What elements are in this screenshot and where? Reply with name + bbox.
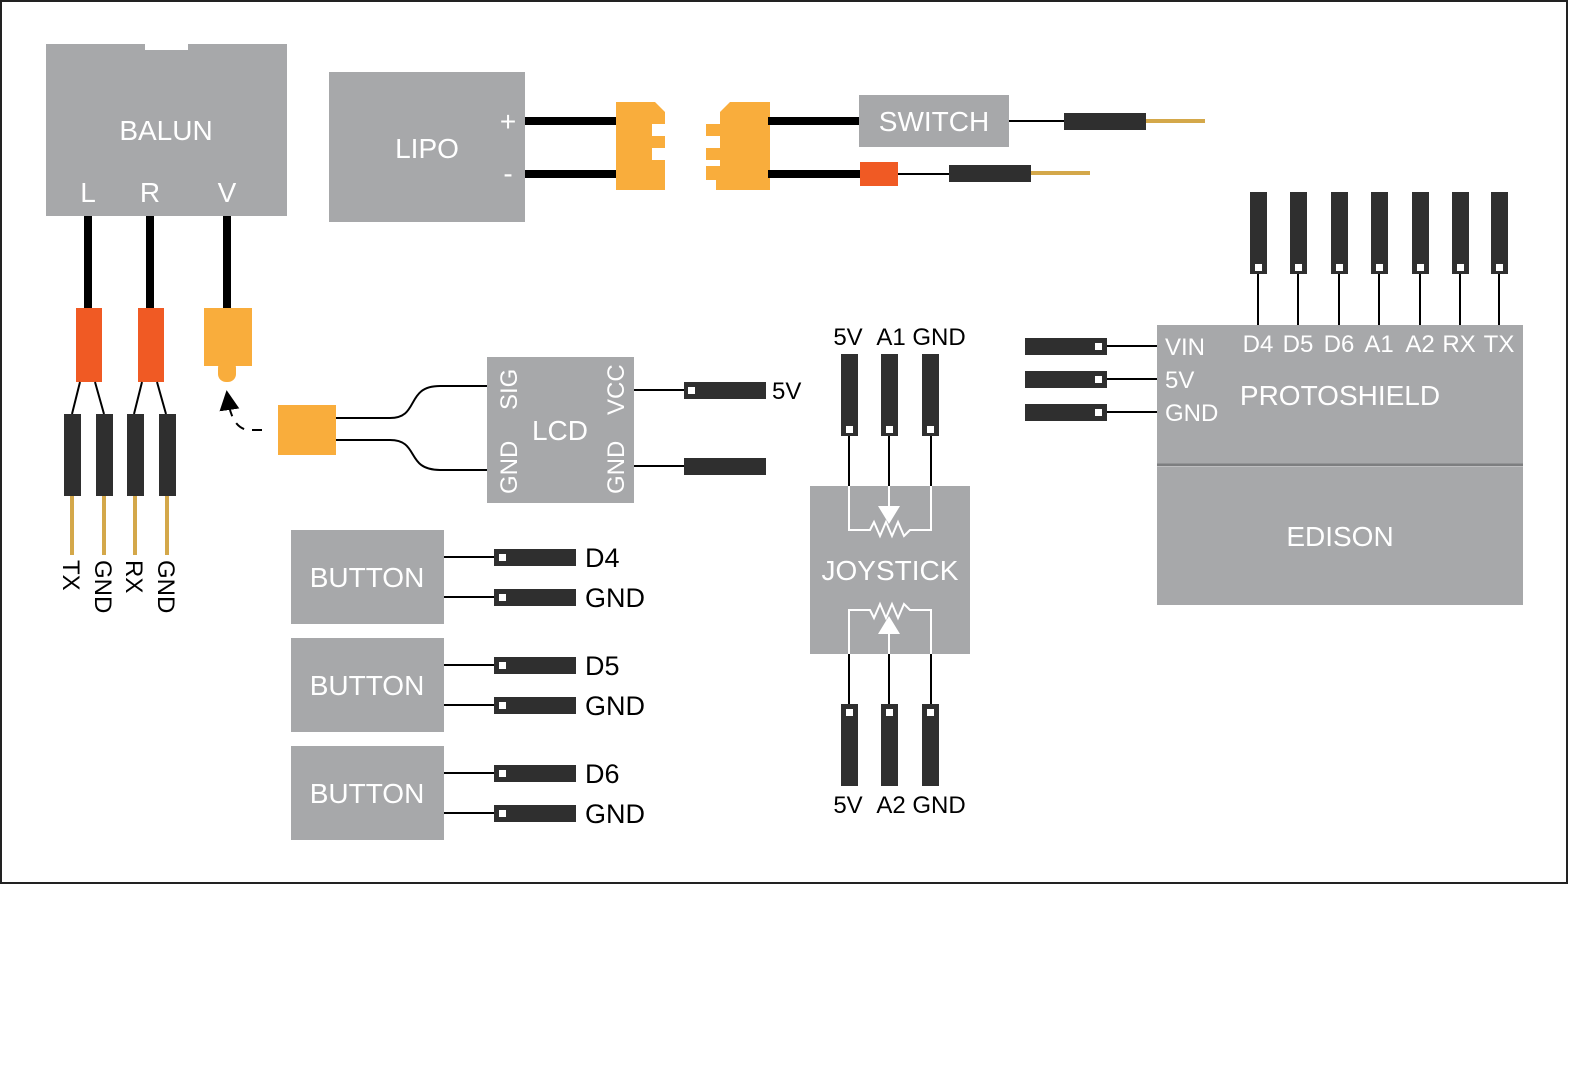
balun-pin-l: L	[80, 177, 96, 208]
joystick-top-a1: A1	[876, 324, 905, 351]
joystick-top-headers	[841, 354, 939, 436]
lcd-pin-gnd-right: GND	[603, 441, 630, 494]
protoshield-pin-a2: A2	[1405, 331, 1434, 358]
protoshield-pin-d5: D5	[1283, 331, 1314, 358]
balun-header-gnd1: GND	[89, 560, 116, 613]
connect-arrow	[219, 390, 262, 431]
lipo-module: LIPO + -	[329, 72, 525, 222]
joystick-top-5v: 5V	[833, 324, 862, 351]
lipo-connector-male	[616, 102, 665, 190]
protoshield-module: PROTOSHIELD VIN 5V GND D4 D5 D6 A1 A2 RX…	[1157, 325, 1523, 465]
edison-module: EDISON	[1157, 467, 1523, 605]
protoshield-pin-d6: D6	[1324, 331, 1355, 358]
protoshield-pin-d4: D4	[1243, 331, 1274, 358]
joystick-bottom-a2: A2	[876, 792, 905, 819]
lcd-sig-wire	[336, 385, 487, 419]
protoshield-pin-tx: TX	[1484, 331, 1515, 358]
balun-pin-r: R	[140, 177, 160, 208]
balun-r-connector	[138, 308, 164, 382]
lcd-gnd-wire	[336, 439, 487, 471]
button-3-ground: GND	[585, 799, 645, 829]
joystick-pot-bottom	[848, 601, 932, 706]
edison-title: EDISON	[1286, 521, 1393, 552]
switch-title: SWITCH	[879, 106, 989, 137]
button-2-signal: D5	[585, 651, 620, 681]
lcd-pin-sig: SIG	[496, 369, 523, 410]
lcd-plug	[278, 405, 336, 455]
lipo-minus: -	[503, 158, 512, 189]
balun-header-tx: TX	[57, 560, 84, 591]
balun-headers	[64, 414, 176, 555]
balun-split-wires	[71, 381, 167, 415]
balun-v-plug	[204, 308, 252, 382]
lcd-gnd-header	[684, 458, 766, 475]
protoshield-pin-rx: RX	[1442, 331, 1475, 358]
joystick-bottom-5v: 5V	[833, 792, 862, 819]
minus-header	[949, 165, 1031, 182]
joystick-bottom-gnd: GND	[912, 792, 965, 819]
balun-pin-v: V	[218, 177, 237, 208]
balun-l-connector	[76, 308, 102, 382]
lcd-module: LCD SIG GND VCC GND	[487, 357, 634, 503]
button-1-signal: D4	[585, 543, 620, 573]
button-2-ground: GND	[585, 691, 645, 721]
lipo-connector-female	[706, 102, 770, 190]
joystick-top-gnd: GND	[912, 324, 965, 351]
protoshield-title: PROTOSHIELD	[1240, 380, 1440, 411]
lcd-title: LCD	[532, 415, 588, 446]
joystick-title: JOYSTICK	[822, 555, 959, 586]
lcd-pin-gnd-left: GND	[496, 441, 523, 494]
lipo-plus: +	[500, 106, 516, 137]
switch-module: SWITCH	[859, 95, 1009, 147]
protoshield-top-headers	[1250, 192, 1508, 325]
lcd-vcc-label: 5V	[772, 378, 801, 405]
protoshield-left-headers	[1025, 338, 1157, 421]
lcd-pin-vcc: VCC	[603, 364, 630, 415]
lcd-vcc-header	[684, 382, 766, 399]
button-2: BUTTON D5 GND	[291, 638, 645, 732]
button-3-title: BUTTON	[310, 778, 425, 809]
button-3-signal: D6	[585, 759, 620, 789]
switch-header	[1064, 113, 1146, 130]
lipo-title: LIPO	[395, 133, 459, 164]
button-1-title: BUTTON	[310, 562, 425, 593]
balun-header-rx: RX	[120, 560, 147, 593]
balun-title: BALUN	[119, 115, 212, 146]
minus-connector	[860, 162, 898, 186]
balun-header-gnd2: GND	[152, 560, 179, 613]
button-1-ground: GND	[585, 583, 645, 613]
joystick-bottom-headers	[841, 704, 939, 786]
protoshield-pin-vin: VIN	[1165, 334, 1205, 361]
protoshield-pin-a1: A1	[1364, 331, 1393, 358]
balun-module: BALUN L R V	[46, 44, 287, 216]
protoshield-pin-5v: 5V	[1165, 367, 1194, 394]
button-3: BUTTON D6 GND	[291, 746, 645, 840]
button-1: BUTTON D4 GND	[291, 530, 645, 624]
protoshield-pin-gnd: GND	[1165, 400, 1218, 427]
button-2-title: BUTTON	[310, 670, 425, 701]
joystick-pot-top	[848, 436, 932, 539]
